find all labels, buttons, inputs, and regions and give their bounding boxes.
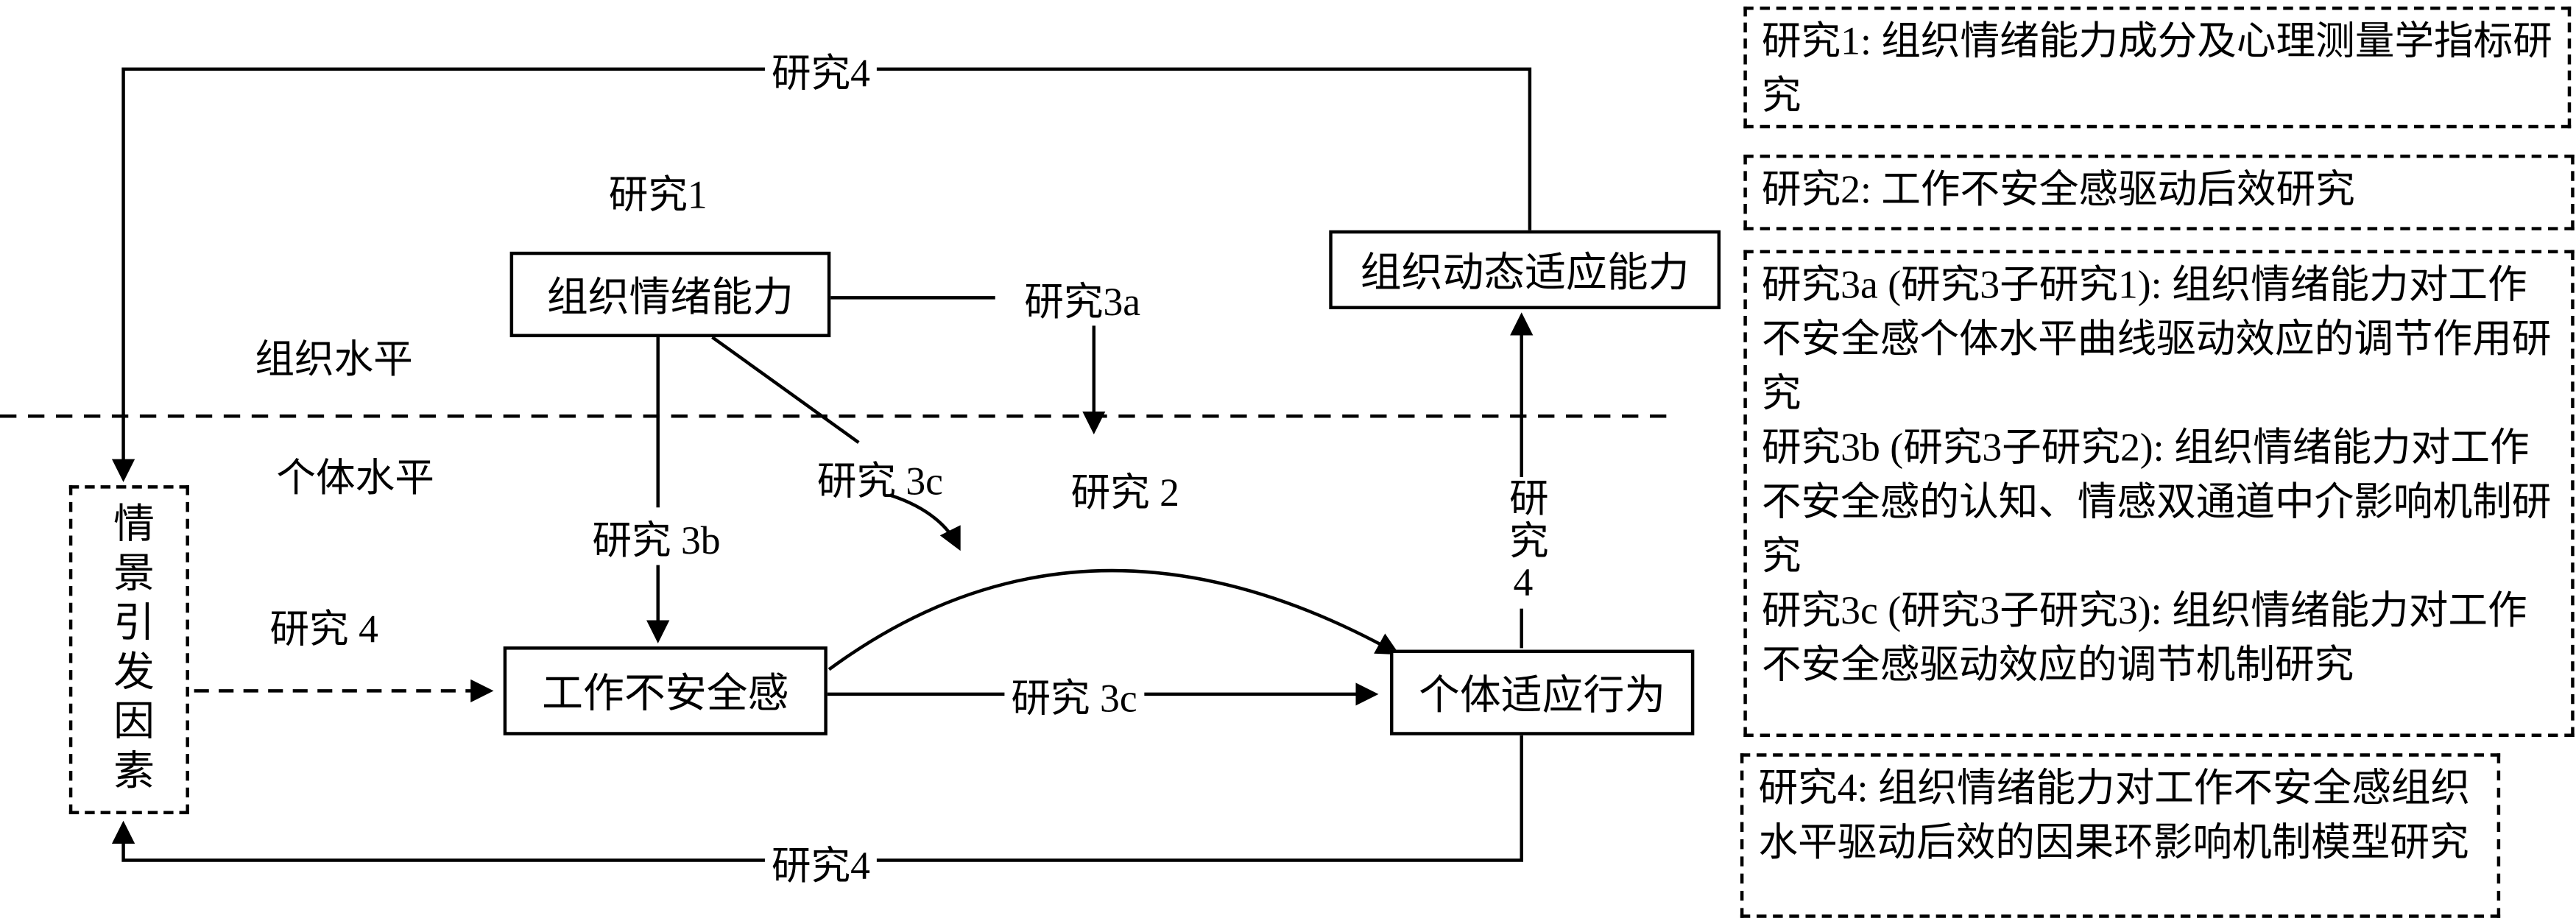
legend-study3b-text: 研究3b (研究3子研究2): 组织情绪能力对工作不安全感的认知、情感双通道中介…	[1761, 427, 2552, 579]
legend-study4: 研究4: 组织情绪能力对工作不安全感组织水平驱动后效的因果环影响机制模型研究	[1740, 753, 2501, 918]
legend-study4-text: 研究4: 组织情绪能力对工作不安全感组织水平驱动后效的因果环影响机制模型研究	[1758, 768, 2471, 866]
node-situational-trigger-factors: 情景引发因素	[68, 485, 189, 814]
node-organizational-emotional-capability: 组织情绪能力	[509, 251, 831, 338]
edge-study3c-moderation-arrow	[889, 493, 961, 551]
label-study4-dashed: 研究 4	[269, 609, 378, 652]
label-study3c-path: 研究 3c	[1004, 665, 1144, 723]
legend-study2-text: 研究2: 工作不安全感驱动后效研究	[1761, 169, 2355, 213]
legend-study2: 研究2: 工作不安全感驱动后效研究	[1743, 155, 2575, 230]
label-study2: 研究 2	[1070, 473, 1179, 516]
node-job-insecurity: 工作不安全感	[503, 646, 828, 735]
label-organizational-level: 组织水平	[255, 339, 413, 383]
node-individual-adaptive-behavior: 个体适应行为	[1389, 649, 1695, 735]
edge-study2-curve	[828, 568, 1400, 671]
legend-study1: 研究1: 组织情绪能力成分及心理测量学指标研究	[1743, 6, 2572, 129]
legend-study3a-text: 研究3a (研究3子研究1): 组织情绪能力对工作不安全感个体水平曲线驱动效应的…	[1761, 264, 2552, 417]
legend-study3: 研究3a (研究3子研究1): 组织情绪能力对工作不安全感个体水平曲线驱动效应的…	[1743, 250, 2575, 737]
label-study3a: 研究3a	[1024, 282, 1141, 325]
node-organizational-dynamic-adaptability: 组织动态适应能力	[1329, 230, 1721, 310]
label-individual-level: 个体水平	[276, 458, 434, 501]
label-study3c-moderation: 研究 3c	[816, 461, 943, 504]
label-study1: 研究1	[608, 174, 707, 219]
edge-oec-diagonal-study3c	[711, 336, 860, 444]
label-study4-vertical: 研究4	[1497, 476, 1550, 609]
label-study3b: 研究 3b	[585, 507, 727, 565]
legend-study1-text: 研究1: 组织情绪能力成分及心理测量学指标研究	[1761, 21, 2552, 119]
label-study4-bottom: 研究4	[764, 833, 877, 891]
legend-study3c-text: 研究3c (研究3子研究3): 组织情绪能力对工作不安全感驱动效应的调节机制研究	[1761, 590, 2527, 688]
label-study4-top: 研究4	[764, 40, 877, 98]
